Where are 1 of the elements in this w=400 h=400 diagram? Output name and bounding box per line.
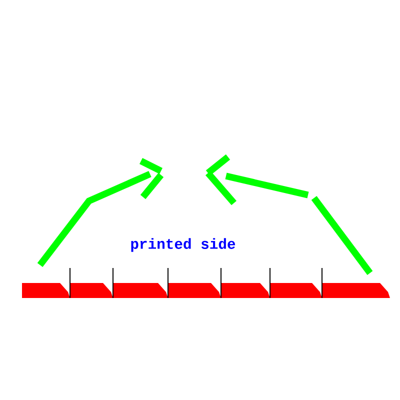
caption-text: printed side [131,238,236,252]
